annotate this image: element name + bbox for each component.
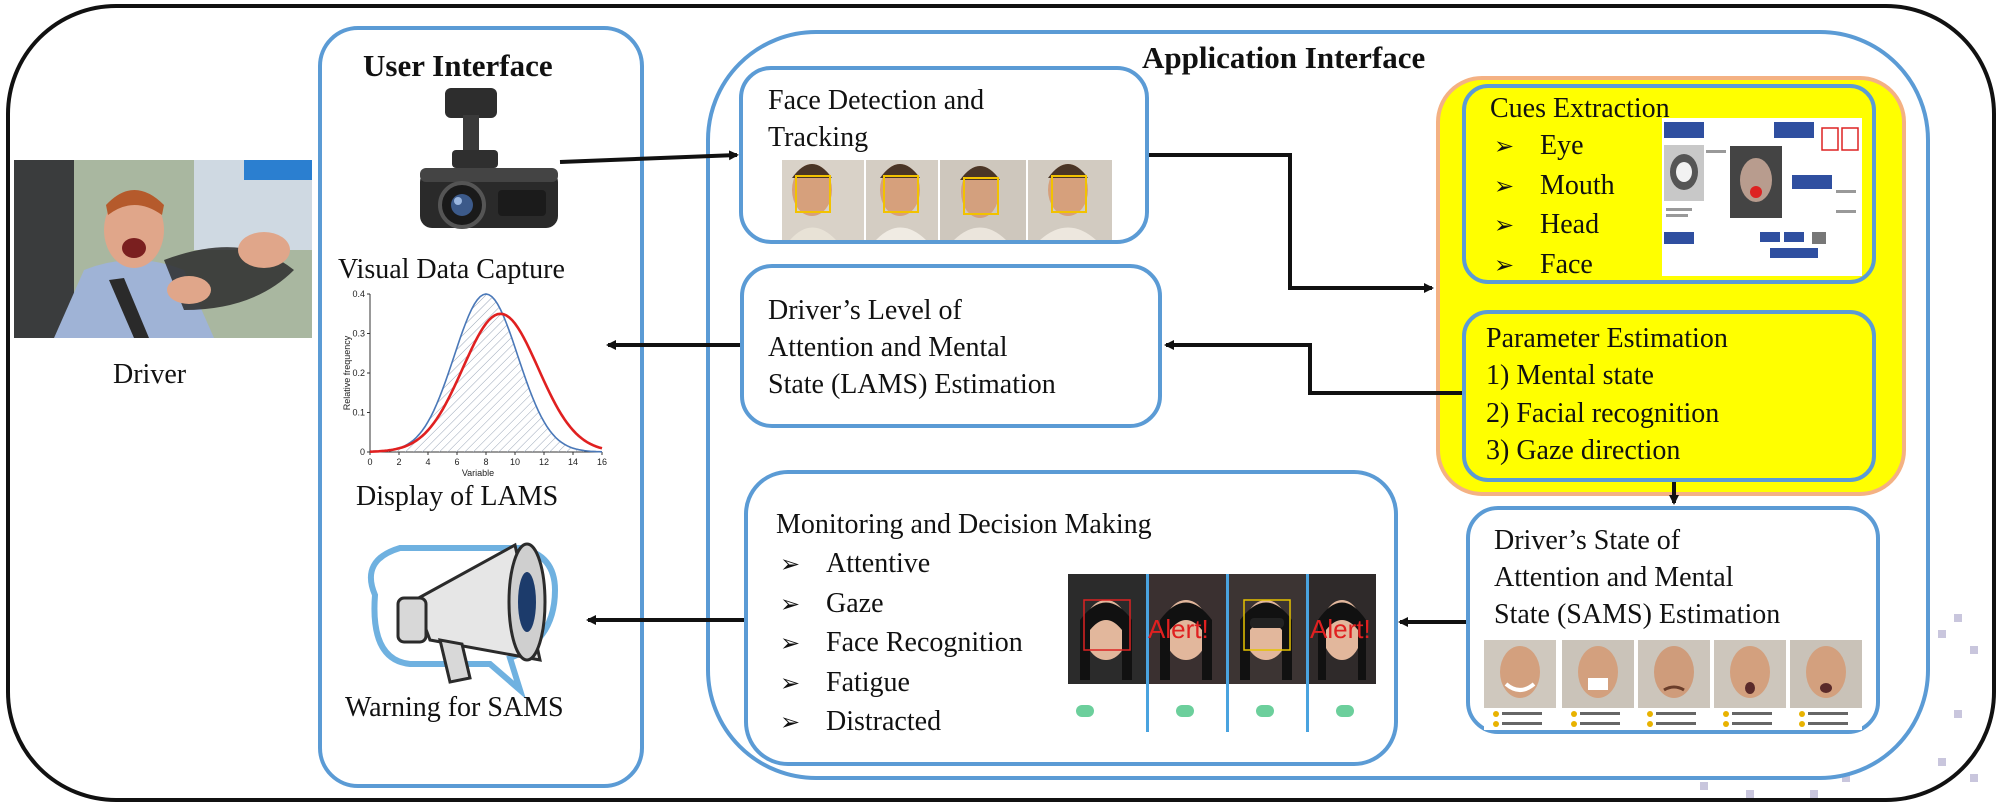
display-of-lams-label: Display of LAMS	[356, 481, 559, 512]
parameter-list: 1) Mental state 2) Facial recognition 3)…	[1486, 357, 1719, 470]
visual-data-capture-label: Visual Data Capture	[338, 254, 565, 285]
parameter-estimation-title: Parameter Estimation	[1486, 323, 1728, 354]
driver-label: Driver	[113, 359, 187, 390]
parameter-estimation-box	[1462, 310, 1876, 482]
parameter-item: 1) Mental state	[1486, 360, 1654, 391]
lams-estimation-box	[740, 264, 1162, 428]
cues-extraction-title: Cues Extraction	[1490, 93, 1670, 124]
lams-line3: State (LAMS) Estimation	[768, 369, 1056, 400]
cues-item: ➢Mouth	[1494, 169, 1615, 201]
sams-line2: Attention and Mental	[1494, 562, 1734, 593]
monitoring-item: ➢Distracted	[780, 706, 942, 737]
user-interface-title: User Interface	[363, 48, 553, 83]
monitoring-item: ➢Face Recognition	[780, 627, 1023, 658]
warning-for-sams-label: Warning for SAMS	[345, 692, 564, 723]
parameter-item: 3) Gaze direction	[1486, 435, 1681, 466]
monitoring-title: Monitoring and Decision Making	[776, 509, 1152, 540]
alert-text-2: Alert!	[1310, 614, 1371, 644]
outer-frame	[6, 4, 1996, 802]
monitoring-item: ➢Fatigue	[780, 666, 910, 698]
monitoring-item: ➢Attentive	[780, 548, 931, 579]
monitoring-list: ➢Attentive ➢Gaze ➢Face Recognition ➢Fati…	[780, 545, 1023, 743]
sams-line3: State (SAMS) Estimation	[1494, 599, 1781, 630]
monitoring-item: ➢Gaze	[780, 587, 884, 619]
application-interface-title: Application Interface	[1142, 40, 1426, 75]
face-detection-line2: Tracking	[768, 122, 869, 153]
sams-line1: Driver’s State of	[1494, 525, 1681, 556]
driver-photo	[14, 160, 312, 338]
cues-item: ➢Face	[1494, 248, 1593, 280]
cues-item: ➢Head	[1494, 209, 1600, 240]
cues-item: ➢Eye	[1494, 130, 1584, 161]
lams-line2: Attention and Mental	[768, 332, 1008, 363]
alert-text-1: Alert!	[1148, 614, 1209, 644]
face-detection-line1: Face Detection and	[768, 85, 985, 116]
parameter-item: 2) Facial recognition	[1486, 397, 1720, 429]
cues-list: ➢Eye ➢Mouth ➢Head ➢Face	[1494, 127, 1615, 285]
lams-line1: Driver’s Level of	[768, 295, 962, 326]
user-interface-panel	[318, 26, 644, 788]
